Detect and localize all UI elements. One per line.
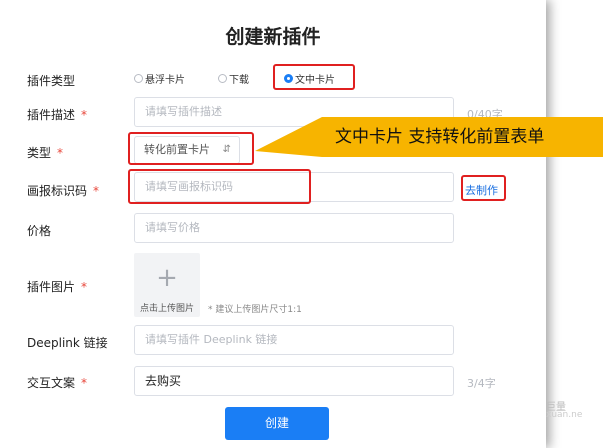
go-create-link[interactable]: 去制作 bbox=[465, 184, 498, 197]
annotation-callout: 文中卡片 支持转化前置表单 bbox=[322, 117, 603, 157]
image-size-hint: * 建议上传图片尺寸1:1 bbox=[208, 305, 302, 315]
create-button[interactable]: 创建 bbox=[225, 407, 329, 440]
copy-label: 交互文案* bbox=[27, 376, 88, 390]
radio-download[interactable]: 下载 bbox=[218, 71, 249, 86]
radio-circle-icon bbox=[134, 74, 143, 83]
highlight-box-inline-card bbox=[273, 64, 355, 90]
watermark-line1: 巨量 bbox=[546, 402, 566, 413]
deeplink-label: Deeplink 链接 bbox=[27, 336, 108, 350]
plus-icon: + bbox=[156, 263, 178, 293]
plugin-type-label: 插件类型 bbox=[27, 74, 76, 88]
price-label: 价格 bbox=[27, 224, 52, 238]
radio-inline-card[interactable]: 文中卡片 bbox=[284, 71, 335, 86]
code-label: 画报标识码* bbox=[27, 184, 100, 198]
image-label: 插件图片* bbox=[27, 280, 88, 294]
category-label: 类型* bbox=[27, 146, 64, 160]
chevron-updown-icon: ⇵ bbox=[222, 144, 231, 155]
watermark-line2: xuan.ne bbox=[546, 410, 583, 420]
radio-circle-icon bbox=[218, 74, 227, 83]
deeplink-input[interactable]: 请填写插件 Deeplink 链接 bbox=[134, 325, 454, 355]
radio-floating-card[interactable]: 悬浮卡片 bbox=[134, 71, 185, 86]
create-plugin-dialog: 创建新插件 插件类型 悬浮卡片 下载 文中卡片 插件描述* 请填写插件描述 0/… bbox=[27, 26, 506, 440]
highlight-box-category bbox=[128, 132, 254, 165]
image-upload-box[interactable]: + 点击上传图片 bbox=[134, 253, 200, 317]
copy-counter: 3/4字 bbox=[467, 377, 496, 390]
highlight-box-code bbox=[128, 169, 311, 204]
code-input[interactable]: 请填写画报标识码 bbox=[134, 172, 454, 202]
callout-pointer bbox=[255, 117, 322, 157]
copy-input[interactable]: 去购买 bbox=[134, 366, 454, 396]
description-label: 插件描述* bbox=[27, 108, 88, 122]
highlight-box-go-create bbox=[461, 175, 506, 201]
price-input[interactable]: 请填写价格 bbox=[134, 213, 454, 243]
dialog-title: 创建新插件 bbox=[225, 26, 321, 48]
radio-checked-icon bbox=[284, 74, 293, 83]
upload-caption: 点击上传图片 bbox=[139, 304, 194, 314]
